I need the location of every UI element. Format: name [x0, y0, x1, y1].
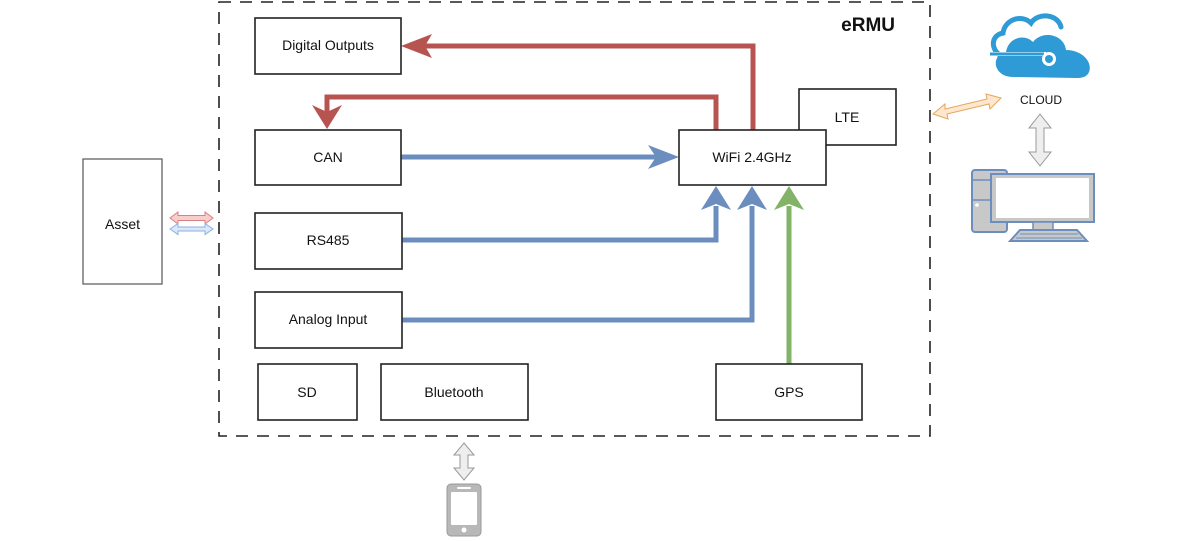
computer-icon[interactable] [971, 169, 1095, 242]
digital-outputs-module[interactable]: Digital Outputs [254, 17, 402, 75]
can-label: CAN [313, 149, 343, 165]
phone-icon[interactable] [446, 483, 482, 537]
cloud-icon[interactable] [990, 13, 1090, 78]
bluetooth-phone-link-arrow [452, 442, 476, 481]
wifi-to-digital-outputs-arrow [401, 34, 756, 130]
wifi-module[interactable]: WiFi 2.4GHz [678, 129, 827, 186]
ermu-boundary [218, 1, 931, 437]
can-to-wifi-arrow [401, 145, 679, 169]
gps-label: GPS [774, 384, 804, 400]
ermu-title: eRMU [841, 15, 895, 36]
cloud-label: CLOUD [1020, 93, 1062, 107]
analog-input-to-wifi-arrow [401, 186, 767, 323]
wifi-label: WiFi 2.4GHz [712, 149, 791, 165]
wifi-to-can-arrow [312, 94, 719, 130]
ermu-cloud-link-arrow [931, 93, 1002, 120]
gps-to-wifi-arrow [774, 186, 804, 364]
asset-link-red-arrow [169, 211, 214, 225]
digital-outputs-label: Digital Outputs [282, 37, 374, 53]
rs485-label: RS485 [307, 232, 350, 248]
sd-label: SD [297, 384, 316, 400]
bluetooth-module[interactable]: Bluetooth [380, 363, 529, 421]
gps-module[interactable]: GPS [715, 363, 863, 421]
analog-input-module[interactable]: Analog Input [254, 291, 403, 349]
analog-input-label: Analog Input [289, 311, 368, 327]
rs485-module[interactable]: RS485 [254, 212, 403, 270]
can-module[interactable]: CAN [254, 129, 402, 186]
asset-label: Asset [105, 216, 140, 232]
cloud-computer-link-arrow [1027, 113, 1053, 167]
lte-label: LTE [835, 109, 860, 125]
bluetooth-label: Bluetooth [424, 384, 483, 400]
rs485-to-wifi-arrow [401, 186, 731, 243]
sd-module[interactable]: SD [257, 363, 358, 421]
asset-node[interactable]: Asset [82, 158, 163, 285]
asset-link-blue-arrow [169, 222, 214, 236]
